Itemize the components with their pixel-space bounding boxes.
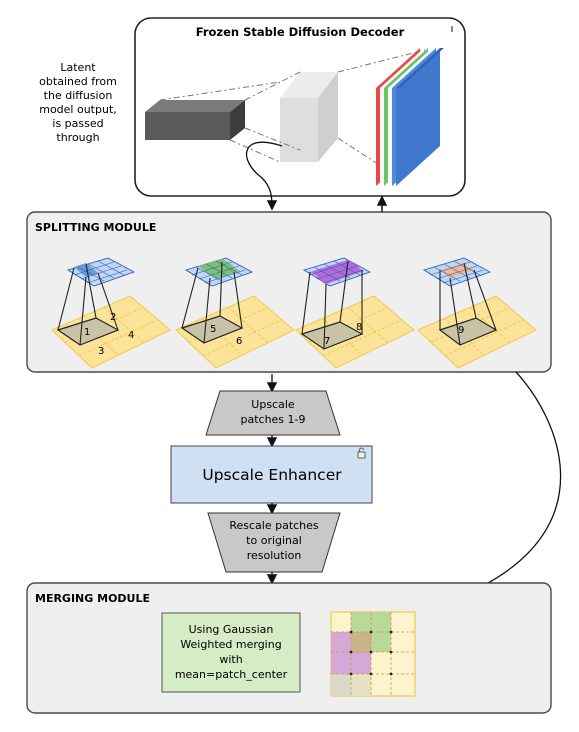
rescale-label-2: to original xyxy=(246,534,302,547)
intermediate-block xyxy=(280,72,338,162)
svg-text:through: through xyxy=(56,131,99,144)
upscale-shape xyxy=(205,390,341,436)
splitting-title: SPLITTING MODULE xyxy=(35,221,156,234)
lock-icon xyxy=(357,447,366,459)
enhancer-box xyxy=(170,445,373,504)
svg-text:Latent: Latent xyxy=(60,61,96,74)
split-group-3: 7 8 xyxy=(295,257,415,369)
svg-text:6: 6 xyxy=(236,336,242,347)
split-group-4: 9 xyxy=(417,257,537,369)
rescale-shape xyxy=(207,512,341,573)
merge-loop-curve xyxy=(487,371,562,584)
svg-text:9: 9 xyxy=(458,325,464,336)
svg-text:7: 7 xyxy=(324,336,330,347)
svg-text:1: 1 xyxy=(84,327,90,338)
split-group-1: 1 2 3 4 xyxy=(51,257,171,369)
method-line-1: Using Gaussian xyxy=(189,623,274,636)
svg-text:model output,: model output, xyxy=(39,103,117,116)
svg-text:is passed: is passed xyxy=(52,117,103,130)
latent-note: Latent obtained from the diffusion model… xyxy=(39,61,117,144)
upscale-label-1: Upscale xyxy=(251,398,295,411)
split-group-2: 5 6 xyxy=(175,257,295,369)
svg-text:2: 2 xyxy=(110,312,116,323)
latent-block xyxy=(145,100,245,140)
decoder-title: Frozen Stable Diffusion Decoder xyxy=(196,25,405,39)
method-line-3: with xyxy=(219,653,242,666)
rescale-label-3: resolution xyxy=(247,549,302,562)
method-line-2: Weighted merging xyxy=(180,638,281,651)
svg-text:the diffusion: the diffusion xyxy=(44,89,113,102)
merged-grid xyxy=(330,611,416,697)
rgb-output-planes xyxy=(376,48,444,186)
svg-text:5: 5 xyxy=(210,324,216,335)
svg-text:8: 8 xyxy=(356,322,362,333)
enhancer-label: Upscale Enhancer xyxy=(202,466,342,484)
svg-text:3: 3 xyxy=(98,346,104,357)
method-line-4: mean=patch_center xyxy=(175,668,288,681)
merge-method-box xyxy=(161,612,301,693)
latent-to-splitting-arrow xyxy=(246,141,283,211)
merging-title: MERGING MODULE xyxy=(35,592,150,605)
upscale-label-2: patches 1-9 xyxy=(240,413,305,426)
rescale-label-1: Rescale patches xyxy=(229,519,319,532)
svg-text:obtained from: obtained from xyxy=(39,75,117,88)
svg-text:4: 4 xyxy=(128,330,134,341)
